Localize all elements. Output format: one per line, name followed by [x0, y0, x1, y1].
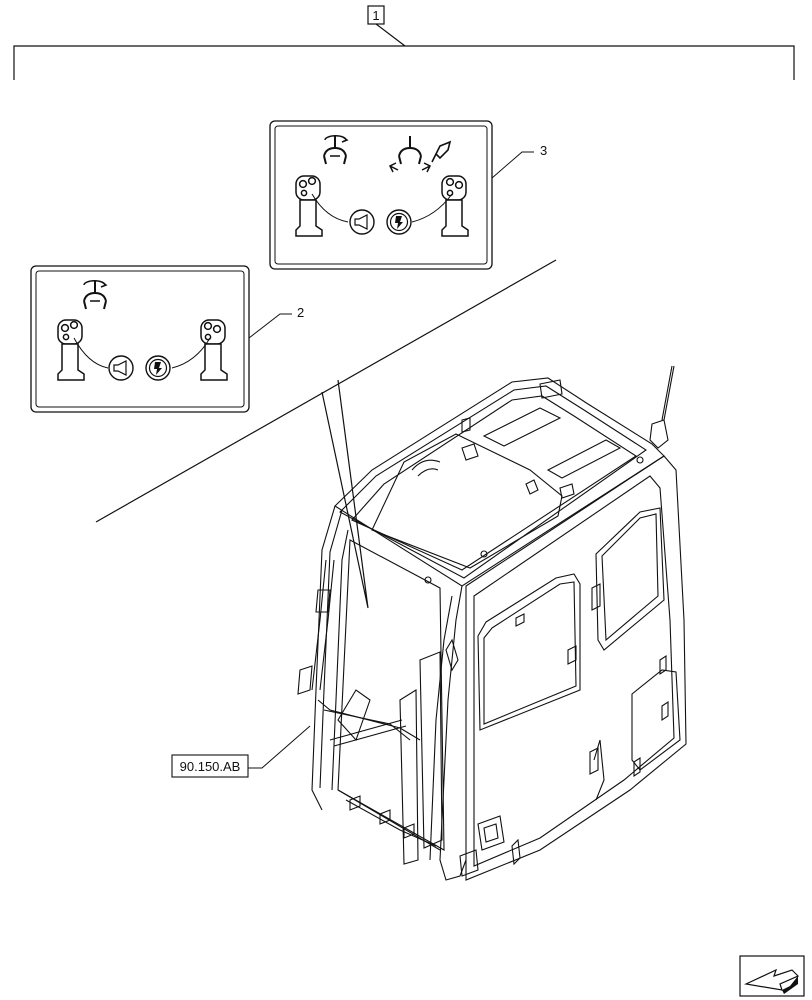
decal-panel-3[interactable]	[269, 120, 493, 270]
grapple-open-close-icon	[388, 136, 432, 173]
joystick-icon	[57, 319, 85, 381]
leader-line-3	[491, 151, 534, 179]
hammer-button-icon	[145, 355, 171, 381]
horn-icon	[349, 209, 375, 235]
connector-line	[411, 193, 453, 223]
arrow-icon[interactable]	[739, 955, 805, 997]
decal-3-callout[interactable]: 3	[540, 143, 547, 158]
reference-label: 90.150.AB	[180, 759, 241, 774]
operator-cab	[297, 365, 687, 881]
decal-2-callout[interactable]: 2	[297, 305, 304, 320]
leader-line-2	[248, 313, 292, 339]
assembly-callout-number: 1	[372, 8, 379, 23]
assembly-callout[interactable]: 1	[367, 5, 385, 25]
grapple-rotate-icon	[83, 280, 108, 310]
horn-icon	[108, 355, 134, 381]
location-line	[95, 259, 557, 523]
connector-line	[311, 193, 349, 223]
assembly-bracket	[13, 23, 795, 80]
location-line	[321, 379, 369, 609]
reference-leader	[248, 725, 311, 769]
grapple-rotate-icon	[323, 135, 349, 165]
joystick-icon	[200, 319, 228, 381]
hammer-icon	[431, 140, 452, 163]
hammer-button-icon	[386, 209, 412, 235]
decal-panel-2[interactable]	[30, 265, 250, 413]
joystick-icon	[295, 175, 323, 237]
reference-box[interactable]: 90.150.AB	[171, 754, 249, 778]
connector-line	[171, 337, 211, 369]
joystick-icon	[441, 175, 469, 237]
connector-line	[73, 337, 109, 369]
